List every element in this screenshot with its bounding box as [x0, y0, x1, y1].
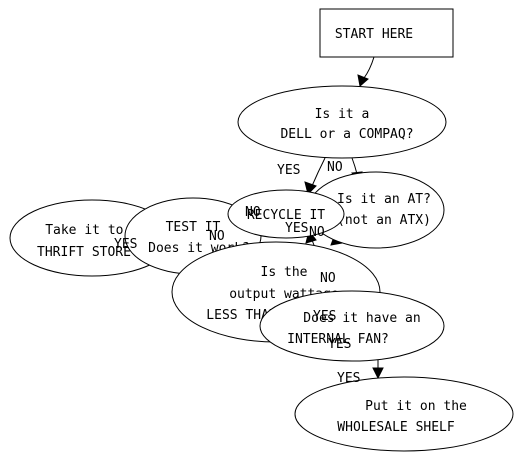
node-internal-fan: Does it have an INTERNAL FAN?: [259, 290, 445, 362]
edge-label-watt-yes: YES: [313, 309, 336, 324]
thrift-line-2: THRIFT STORE: [37, 245, 131, 260]
edge-label-test-yes: YES: [114, 237, 137, 252]
wattage-line-1: Is the: [261, 265, 308, 280]
node-recycle-it: RECYCLE IT: [227, 189, 345, 239]
node-wholesale-shelf: Put it on the WHOLESALE SHELF: [294, 376, 514, 452]
fan-line-1: Does it have an: [303, 311, 420, 326]
fan-line-2: INTERNAL FAN?: [287, 332, 389, 347]
dell-question-line-1: Is it a: [315, 107, 370, 122]
edge-label-dell-no: NO: [327, 160, 343, 175]
wholesale-line-1: Put it on the: [365, 399, 467, 414]
dell-question-line-2: DELL or a COMPAQ?: [280, 127, 413, 142]
node-start-here: START HERE: [319, 8, 454, 58]
edge-labels: YES NO YES NO YES NO YES NO YES NO YES: [114, 160, 360, 386]
edge-label-fan-yes: YES: [328, 337, 351, 352]
at-question-line-1: Is it an AT?: [337, 192, 431, 207]
wholesale-line-2: WHOLESALE SHELF: [337, 420, 455, 435]
test-line-1: TEST IT: [166, 220, 221, 235]
edge-dell-yes-to-recycle: [304, 157, 326, 195]
edge-label-dell-yes: YES: [277, 163, 300, 178]
node-dell-or-compaq: Is it a DELL or a COMPAQ?: [237, 85, 447, 159]
edge-label-at-yes: YES: [285, 221, 308, 236]
edge-label-test-no: NO: [209, 229, 225, 244]
recycle-label: RECYCLE IT: [247, 208, 325, 223]
edge-fan-yes-to-wholesale: [372, 359, 384, 380]
edge-label-watt-no: NO: [245, 205, 261, 220]
edge-start-to-dell: [357, 56, 375, 87]
edge-label-wholesale-yes: YES: [337, 371, 360, 386]
at-question-line-2: (not an ATX): [337, 213, 431, 228]
start-label: START HERE: [335, 27, 413, 42]
node-is-it-at: Is it an AT? (not an ATX): [307, 171, 445, 249]
edge-label-at-no: NO: [309, 225, 325, 240]
edge-label-fan-no: NO: [320, 271, 336, 286]
